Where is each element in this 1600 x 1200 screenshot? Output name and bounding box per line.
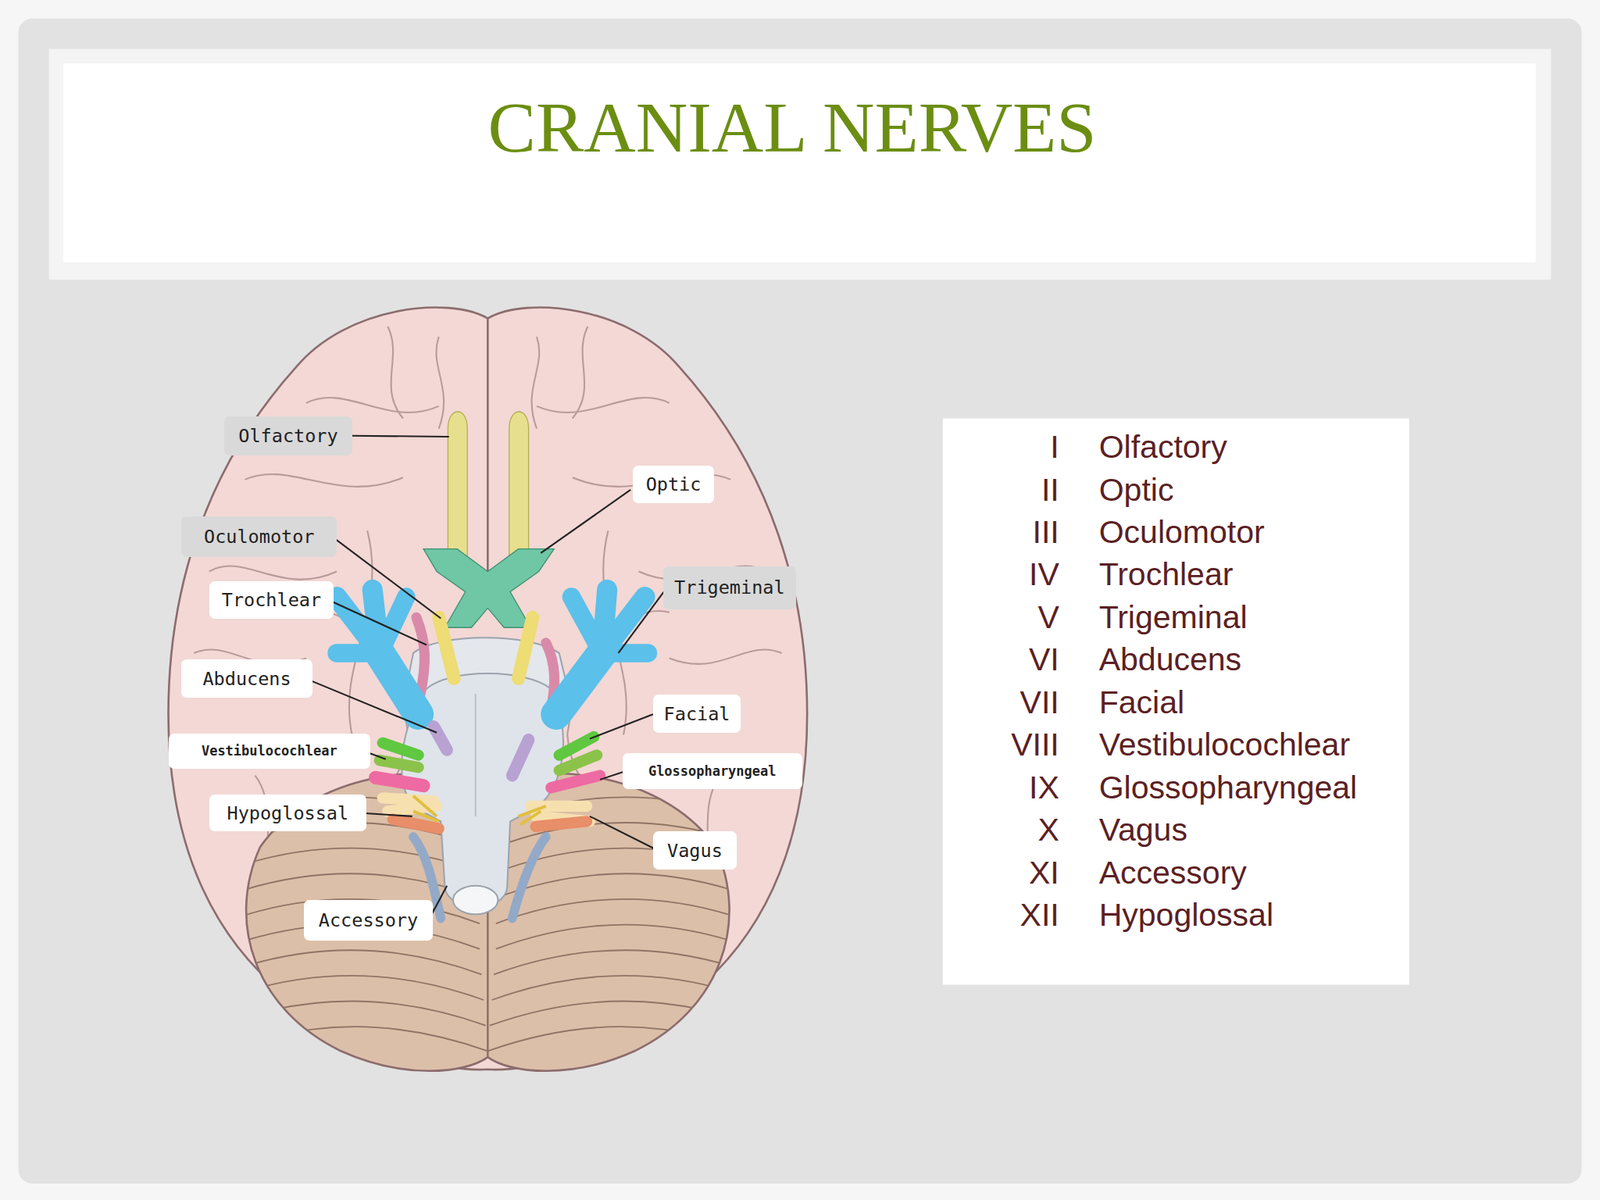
roman-numeral: X — [976, 814, 1060, 847]
olfactory-nerve — [447, 411, 468, 572]
vestibulocochlear-nerve — [559, 755, 597, 772]
vagus-rootlets — [413, 796, 547, 825]
glossopharyngeal-nerve — [375, 777, 424, 786]
nerve-name: Trigeminal — [1099, 601, 1248, 634]
nerve-callout: Oculomotor — [181, 516, 337, 558]
nerve-name: Hypoglossal — [1099, 899, 1274, 932]
trigeminal-nerve — [336, 589, 648, 715]
hypoglossal-nerve — [535, 821, 587, 827]
roman-numeral: III — [976, 516, 1060, 549]
roman-numeral: XII — [976, 899, 1060, 932]
nerve-callout: Optic — [632, 465, 715, 504]
leader-lines — [307, 435, 665, 917]
slide-background — [18, 18, 1583, 1185]
roman-numeral: IX — [976, 771, 1060, 804]
nerve-callout: Glossopharyngeal — [622, 753, 803, 790]
nerve-callout: Trochlear — [209, 581, 334, 618]
nerve-name: Olfactory — [1099, 431, 1228, 464]
olfactory-nerve — [509, 411, 529, 572]
nerve-name: Glossopharyngeal — [1099, 771, 1358, 804]
nerve-name: Optic — [1099, 474, 1175, 507]
accessory-nerve — [512, 836, 547, 918]
hypoglossal-nerve — [392, 819, 440, 829]
facial-nerve — [559, 736, 594, 756]
roman-numeral: XI — [976, 857, 1060, 890]
roman-numeral: V — [976, 601, 1060, 634]
facial-nerve — [382, 742, 419, 756]
nerve-callout: Trigeminal — [663, 566, 797, 610]
nerve-callout: Accessory — [303, 900, 433, 941]
roman-numeral: VI — [976, 643, 1060, 676]
vestibulocochlear-nerve — [379, 760, 419, 768]
nerve-callout: Vestibulocochlear — [168, 733, 372, 768]
nerve-callout: Abducens — [181, 659, 312, 699]
roman-numeral: IV — [976, 558, 1060, 591]
pons-groove — [475, 693, 477, 817]
nerve-name: Vestibulocochlear — [1099, 728, 1350, 761]
roman-numeral: VII — [976, 686, 1060, 719]
trochlear-nerve — [416, 617, 425, 694]
nerve-name: Oculomotor — [1099, 516, 1265, 549]
spinal-cord-section — [453, 885, 498, 915]
roman-numeral: VIII — [976, 728, 1060, 761]
nerve-name: Abducens — [1099, 643, 1242, 676]
roman-numeral: I — [976, 431, 1060, 464]
nerve-callout: Vagus — [653, 831, 737, 869]
nerve-callout: Olfactory — [224, 416, 352, 456]
abducens-nerve — [433, 726, 447, 750]
nerve-callout: Hypoglossal — [209, 794, 367, 832]
slide-title: CRANIAL NERVES — [49, 85, 1536, 169]
nerve-name: Facial — [1099, 686, 1185, 719]
roman-numeral: II — [976, 474, 1060, 507]
title-band — [49, 49, 1552, 280]
longitudinal-fissure — [486, 318, 490, 572]
nerve-name: Trochlear — [1099, 558, 1234, 591]
table-panel — [942, 418, 1410, 986]
oculomotor-nerve — [518, 617, 533, 679]
nerve-name: Accessory — [1099, 857, 1247, 890]
nerve-name: Vagus — [1099, 814, 1188, 847]
oculomotor-nerve — [439, 617, 455, 679]
glossopharyngeal-nerve — [550, 775, 600, 789]
abducens-nerve — [512, 739, 529, 776]
nerve-callout: Facial — [653, 694, 741, 733]
